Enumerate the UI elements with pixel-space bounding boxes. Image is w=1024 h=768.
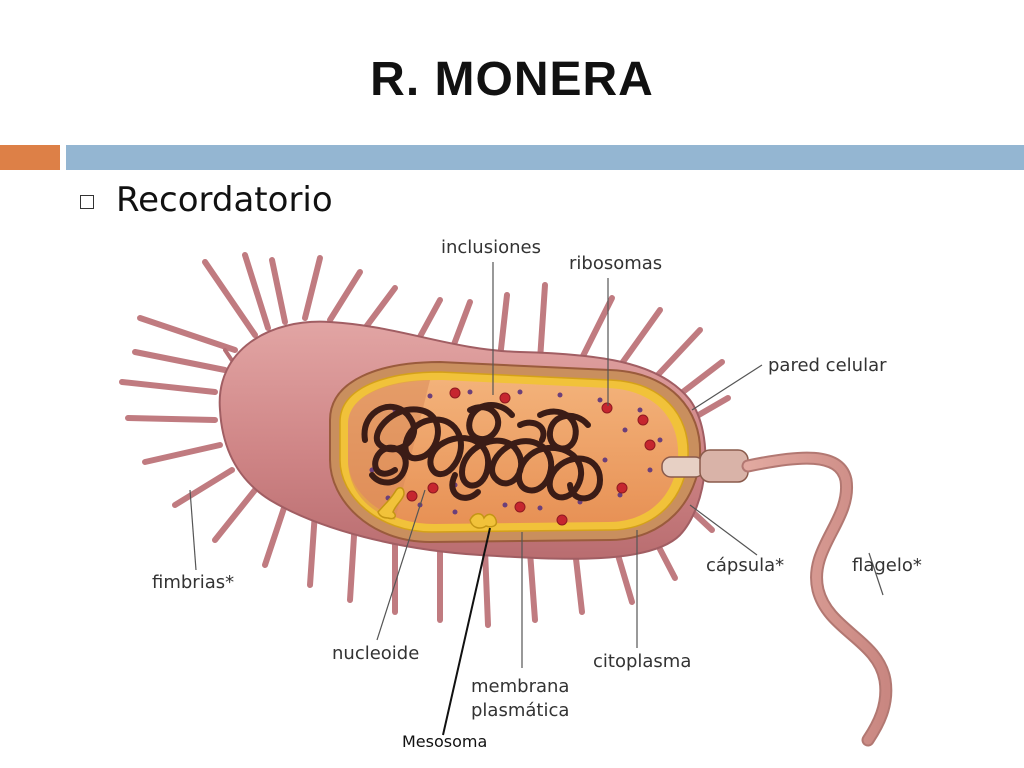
leader-lines [189, 262, 884, 736]
label-plasmatica: plasmática [471, 700, 569, 721]
label-capsula: cápsula* [706, 555, 784, 576]
nucleoid-dna [361, 402, 604, 502]
label-ribosomas: ribosomas [569, 253, 662, 274]
accent-bar-blue [66, 145, 1024, 170]
flagellum [741, 451, 893, 747]
label-nucleoide: nucleoide [332, 643, 419, 664]
bullet-text: Recordatorio [116, 180, 333, 220]
ribosome-dots [369, 389, 663, 515]
inclusion-granules [406, 387, 656, 526]
label-pared-celular: pared celular [768, 355, 887, 376]
mesosomes [377, 487, 498, 529]
flagellum-base [661, 449, 749, 483]
diagram-labels: inclusiones ribosomas pared celular fimb… [152, 237, 922, 751]
square-bullet-icon [80, 195, 94, 209]
label-mesosoma: Mesosoma [402, 732, 487, 751]
label-inclusiones: inclusiones [441, 237, 541, 258]
slide-title: R. MONERA [370, 53, 654, 106]
label-flagelo: flagelo* [852, 555, 922, 576]
accent-bar-orange [0, 145, 60, 170]
fimbriae [119, 252, 731, 628]
label-citoplasma: citoplasma [593, 651, 691, 672]
label-fimbrias: fimbrias* [152, 572, 234, 593]
label-membrana: membrana [471, 676, 569, 697]
